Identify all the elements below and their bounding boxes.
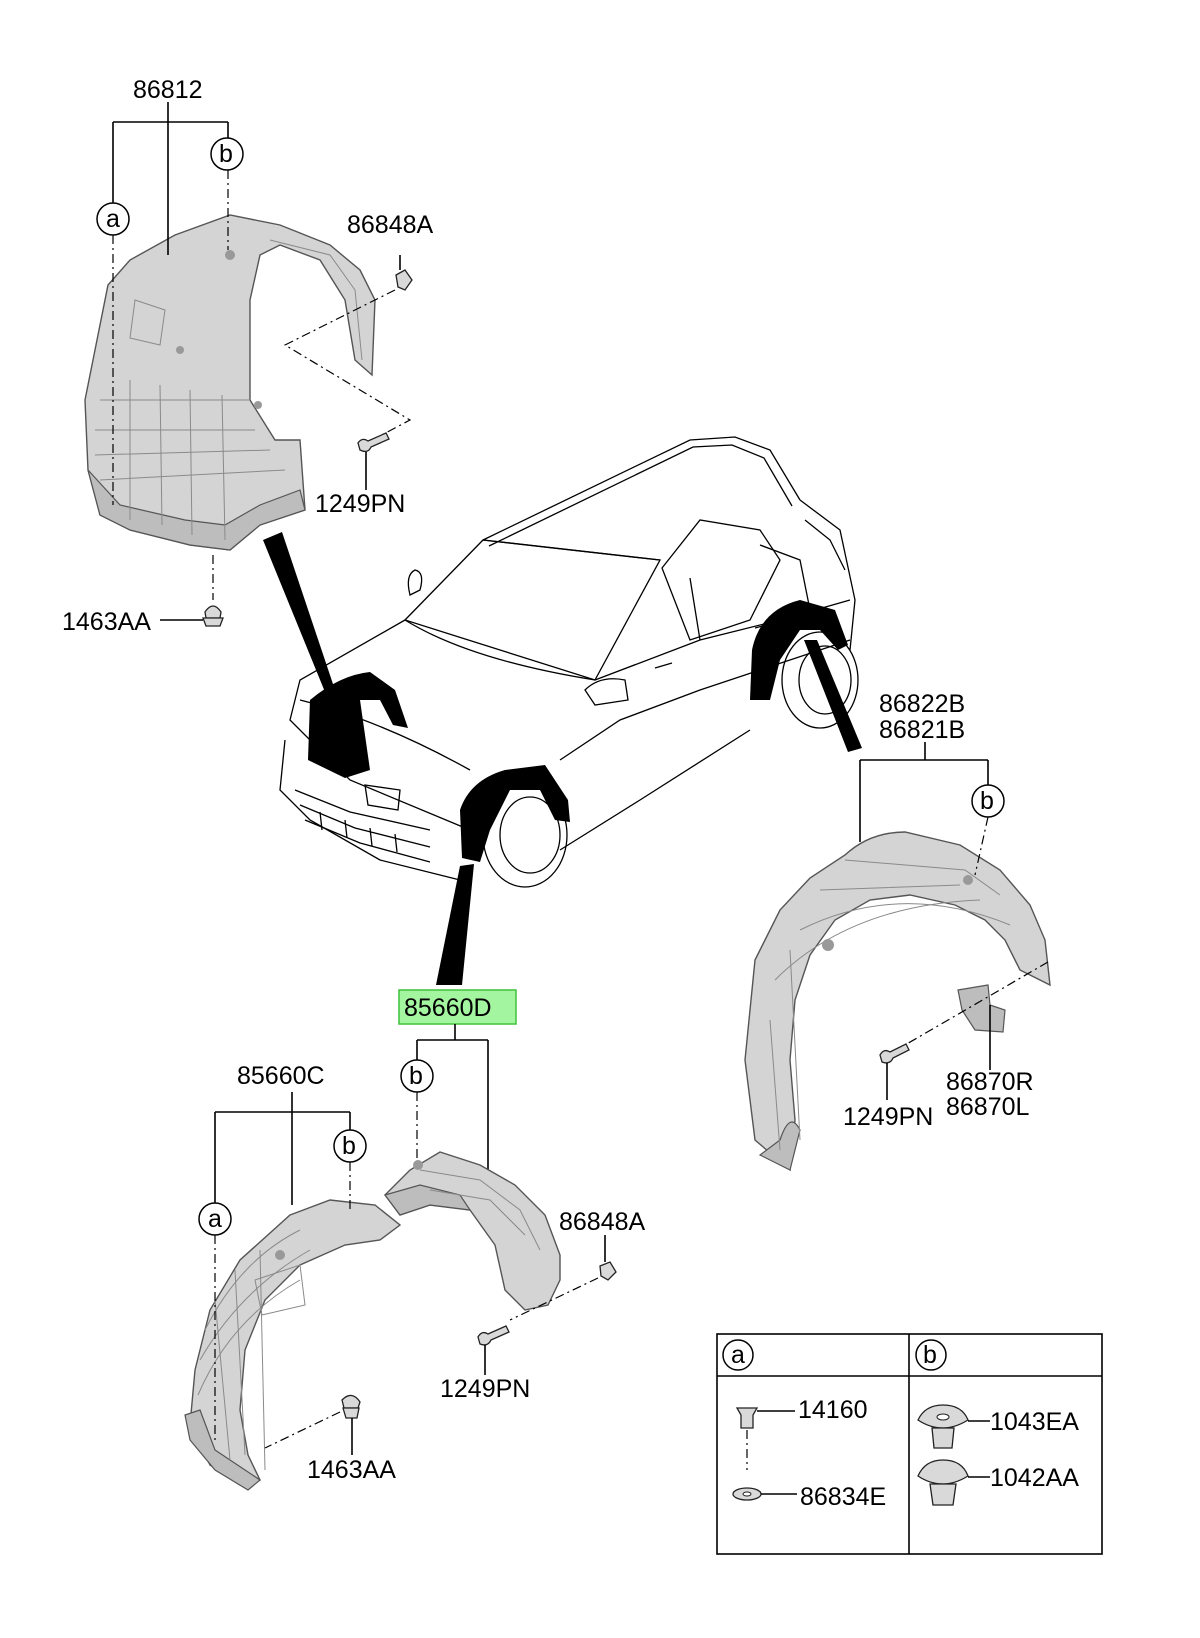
legend-part-1042AA: 1042AA [990, 1464, 1079, 1492]
callout-label-b-right: b [980, 787, 994, 815]
front-wheel-guard-86812 [84, 214, 376, 551]
legend-pin-14160 [735, 1407, 795, 1470]
clip-86848A-bottom [509, 1235, 617, 1321]
part-label-1249PN-top: 1249PN [315, 490, 405, 518]
callout-circle-a-bottom [198, 1202, 232, 1236]
callout-circle-b-mid [400, 1059, 434, 1093]
callout-label-b-mid: b [409, 1062, 423, 1090]
leader-85660C [214, 1092, 351, 1440]
part-label-1249PN-right: 1249PN [843, 1103, 933, 1131]
screw-1249PN-top [357, 432, 390, 490]
part-label-1249PN-bottom: 1249PN [440, 1375, 530, 1403]
screw-1249PN-right [879, 1043, 910, 1100]
rear-wheel-guard-86822B [744, 831, 1051, 1172]
part-label-85660C: 85660C [237, 1062, 325, 1090]
clip-86848A-top [283, 255, 413, 438]
legend-callout-b [915, 1339, 947, 1371]
clip-1463AA-bottom [264, 1394, 361, 1455]
legend-part-14160: 14160 [798, 1396, 868, 1424]
callout-label-b: b [219, 140, 233, 168]
legend-part-86834E: 86834E [800, 1483, 886, 1511]
legend-label-b: b [923, 1341, 937, 1369]
callout-circle-b-right [971, 784, 1005, 818]
part-label-86870R: 86870R [946, 1068, 1034, 1096]
leader-86822B [859, 742, 1049, 1070]
screw-1249PN-bottom [477, 1325, 510, 1375]
part-label-86821B: 86821B [879, 716, 965, 744]
callout-circle-b-bottom [333, 1129, 367, 1163]
legend-washer-86834E [732, 1487, 797, 1501]
callout-circle-b [210, 137, 244, 171]
clip-1463AA-top [160, 555, 224, 627]
legend-nut-1043EA [917, 1404, 990, 1449]
legend-part-1043EA: 1043EA [990, 1408, 1079, 1436]
legend-label-a: a [731, 1341, 745, 1369]
part-label-86812: 86812 [133, 76, 203, 104]
part-label-1463AA-top: 1463AA [62, 608, 151, 636]
part-label-86822B: 86822B [879, 690, 965, 718]
highlight-85660D [398, 989, 517, 1025]
part-label-1463AA-bottom: 1463AA [307, 1456, 396, 1484]
part-label-86848A-bottom: 86848A [559, 1208, 646, 1236]
callout-label-b-bottom: b [342, 1132, 356, 1160]
callout-label-a-bottom: a [208, 1205, 222, 1233]
front-wheel-guard-85660D [383, 1151, 561, 1311]
front-wheel-guard-85660C [184, 1199, 402, 1491]
part-label-86870L: 86870L [946, 1093, 1030, 1121]
legend-nut-1042AA [917, 1459, 990, 1506]
leader-86812 [112, 102, 229, 505]
legend-table [716, 1333, 1103, 1555]
car-highlight-silhouettes [263, 532, 862, 985]
callout-circle-a [96, 202, 130, 236]
part-label-86848A-top: 86848A [347, 211, 434, 239]
callout-label-a: a [106, 205, 120, 233]
part-label-85660D: 85660D [404, 994, 492, 1022]
legend-callout-a [722, 1339, 754, 1371]
leader-85660D [416, 1024, 489, 1170]
